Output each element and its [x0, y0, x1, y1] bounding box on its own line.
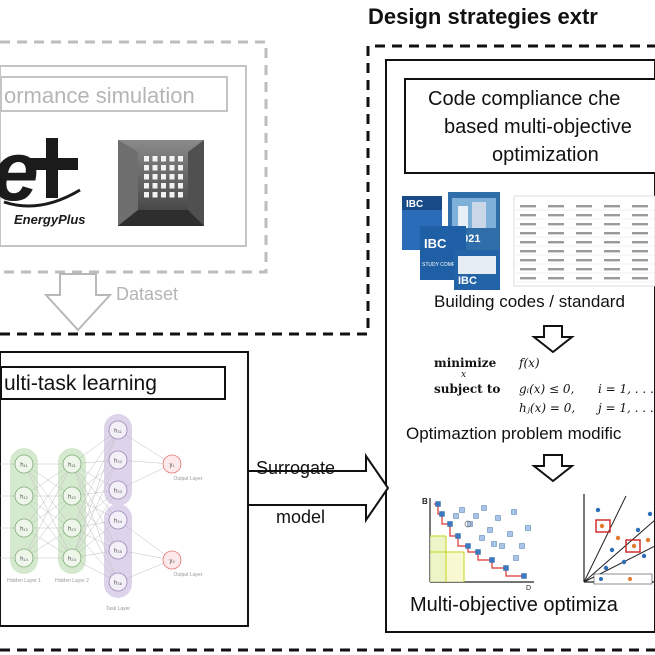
- hidden1-node-label: h₁₁: [20, 463, 27, 469]
- book-label-study: STUDY COMPANION: [422, 262, 471, 268]
- problem-down-arrow: [531, 454, 575, 483]
- dataset-label: Dataset: [116, 284, 179, 304]
- svg-text:B: B: [422, 497, 428, 506]
- upper-dashed-border: [0, 44, 655, 336]
- output-node: [162, 454, 182, 474]
- math-minimize-sub: x: [461, 370, 467, 380]
- dataset-arrow: [43, 273, 113, 332]
- simulation-group-border: [0, 40, 268, 274]
- output-node: [162, 550, 182, 570]
- multitask-title-box: ulti-task learning: [0, 366, 226, 400]
- page-heading: Design strategies extr: [368, 4, 598, 29]
- energyplus-logo: e EnergyPlus: [0, 130, 86, 227]
- hidden1-node: [14, 486, 34, 506]
- output-node-label: y₁: [169, 463, 174, 469]
- hidden2-node: [62, 518, 82, 538]
- task-a-node: [108, 420, 128, 440]
- task-b-node-label: h₃₆: [114, 581, 123, 587]
- math-inequality-index: i = 1, . . . ,: [598, 382, 655, 396]
- building-codes-image: IBC 2021 IBC STUDY COMPANION IBC: [402, 192, 655, 290]
- task-a-node-label: h₃₂: [114, 459, 123, 465]
- math-inequality: gᵢ(x) ≤ 0,: [519, 382, 575, 396]
- surrogate-arrow: [247, 452, 390, 524]
- book-label-1: IBC: [406, 199, 423, 210]
- building-codes-caption: Building codes / standard: [434, 292, 625, 311]
- book-label-2: IBC: [424, 236, 447, 251]
- task-b-node: [108, 572, 128, 592]
- layer-label: Output Layer: [174, 572, 203, 578]
- hidden2-node-label: h₂₂: [68, 495, 77, 501]
- hidden2-node-label: h₂₃: [68, 527, 77, 533]
- task-b-node: [108, 540, 128, 560]
- neural-network-diagram: h₁₁ h₁₂ h₁₃ h₁₄ h₂₁ h₂₂ h₂₃ h₂₄ h₃₁ h₃₂ h₃₃ h₃₄ h₃₅ h…: [0, 414, 203, 612]
- code-compliance-line-1: Code compliance che: [428, 88, 621, 110]
- hidden1-node-label: h₁₄: [20, 557, 28, 563]
- simulation-title-box: ormance simulation: [0, 76, 228, 112]
- book-label-3: IBC: [458, 275, 477, 287]
- hidden2-node: [62, 486, 82, 506]
- moo-caption: Multi-objective optimiza: [410, 594, 618, 616]
- problem-caption: Optimaztion problem modific: [406, 424, 622, 443]
- hidden2-node-label: h₂₁: [68, 463, 76, 469]
- math-minimize: minimize: [434, 356, 497, 370]
- task-a-node-label: h₃₁: [114, 429, 122, 435]
- hidden1-node-label: h₁₃: [20, 527, 28, 533]
- math-equality: hⱼ(x) = 0,: [519, 401, 576, 415]
- code-compliance-line-3: optimization: [492, 144, 599, 166]
- hidden1-node: [14, 454, 34, 474]
- simulation-title: ormance simulation: [4, 83, 195, 108]
- math-subject-to: subject to: [434, 382, 501, 396]
- task-b-node-label: h₃₄: [114, 519, 123, 525]
- building-render-image: [118, 140, 204, 226]
- multitask-title: ulti-task learning: [4, 372, 157, 395]
- math-equality-index: j = 1, . . .: [598, 401, 654, 415]
- svg-text:D: D: [526, 585, 531, 592]
- codes-down-arrow: [531, 325, 575, 354]
- hidden2-node-label: h₂₄: [68, 557, 77, 563]
- task-a-node: [108, 450, 128, 470]
- layer-label: Hidden Layer 2: [55, 578, 89, 584]
- math-objective: f(x): [519, 356, 540, 370]
- hidden1-node: [14, 518, 34, 538]
- code-compliance-box: Code compliance che based multi-objectiv…: [404, 78, 655, 174]
- hidden1-node-label: h₁₂: [20, 495, 28, 501]
- task-b-node-label: h₃₅: [114, 549, 123, 555]
- output-node-label: y₂: [169, 559, 175, 565]
- moo-plots: B D: [422, 494, 655, 592]
- surrogate-label-2: model: [276, 507, 326, 527]
- layer-label: Hidden Layer 1: [7, 578, 41, 584]
- hidden2-node: [62, 454, 82, 474]
- hidden2-node: [62, 548, 82, 568]
- hidden1-node: [14, 548, 34, 568]
- energyplus-text: EnergyPlus: [14, 212, 86, 227]
- task-b-node: [108, 510, 128, 530]
- surrogate-label-1: Surrogate: [256, 458, 336, 478]
- task-a-node-label: h₃₃: [114, 489, 123, 495]
- code-compliance-line-2: based multi-objective: [444, 116, 632, 138]
- layer-label: Output Layer: [174, 476, 203, 482]
- task-a-node: [108, 480, 128, 500]
- layer-label: Task Layer: [106, 606, 131, 612]
